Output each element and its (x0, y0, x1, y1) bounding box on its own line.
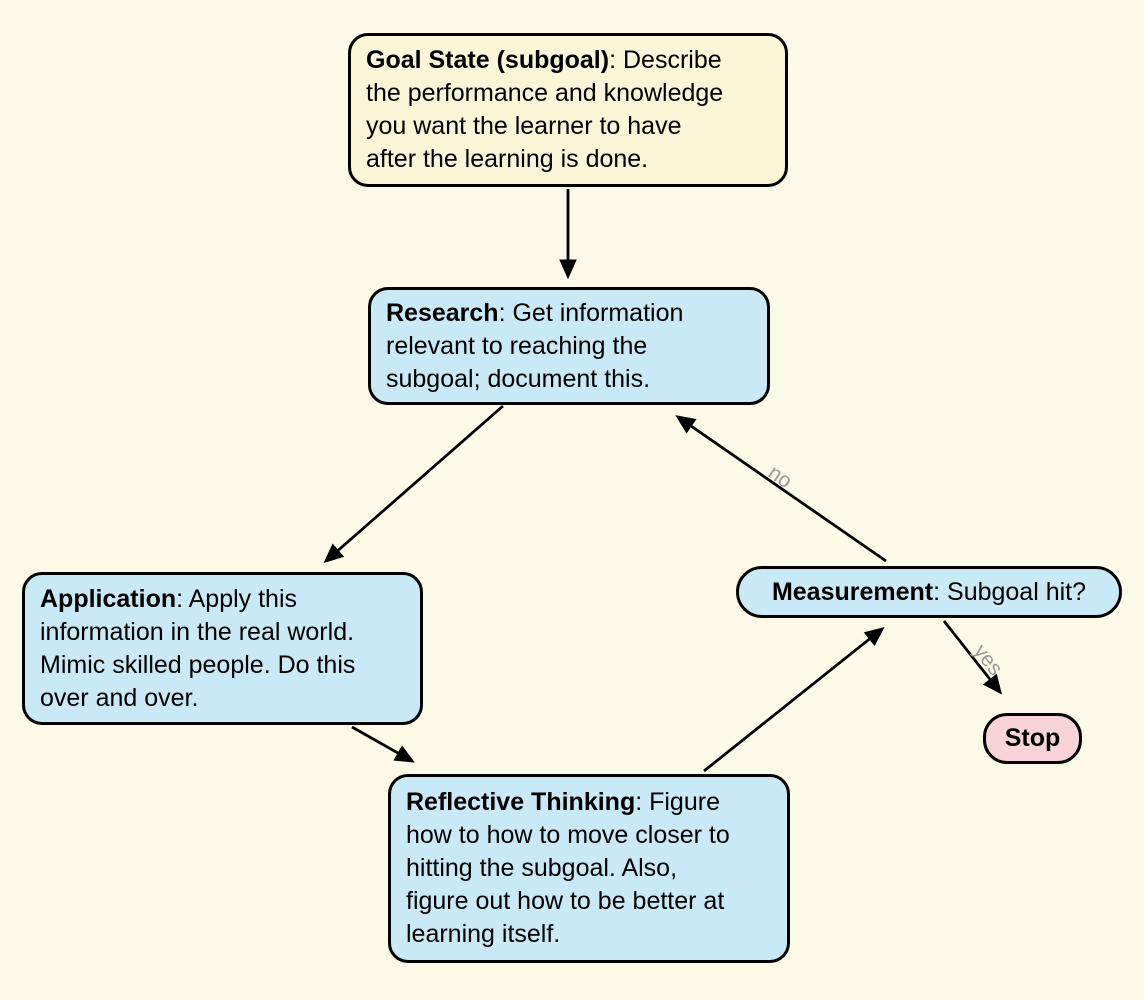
reflective-thinking-text: Reflective Thinking: Figure how to how t… (391, 786, 787, 951)
node-research: Research: Get information relevant to re… (368, 287, 770, 405)
edge-research-to-application (323, 404, 504, 564)
research-text: Research: Get information relevant to re… (371, 297, 767, 396)
goal-state-body: : Describe the performance and knowledge… (366, 46, 724, 173)
stop-text: Stop (986, 722, 1079, 755)
measurement-title: Measurement (771, 577, 934, 606)
edge-measurement-to-stop-yes (942, 620, 1003, 695)
research-title: Research (386, 298, 499, 327)
edge-application-to-reflective (351, 725, 415, 763)
node-stop: Stop (983, 713, 1082, 764)
measurement-body: : Subgoal hit? (933, 577, 1087, 606)
measurement-text: Measurement: Subgoal hit? (739, 576, 1119, 609)
reflective-thinking-body: : Figure how to how to move closer to hi… (406, 788, 730, 948)
application-text: Application: Apply this information in t… (25, 583, 420, 715)
node-application: Application: Apply this information in t… (22, 572, 423, 725)
node-measurement: Measurement: Subgoal hit? (736, 566, 1122, 618)
application-title: Application (40, 584, 177, 613)
goal-state-title: Goal State (subgoal) (366, 46, 610, 74)
edge-reflective-to-measurement (703, 626, 885, 773)
application-body: : Apply this information in the real wor… (40, 584, 356, 712)
research-body: : Get information relevant to reaching t… (386, 298, 684, 393)
goal-state-text: Goal State (subgoal): Describe the perfo… (351, 44, 785, 176)
reflective-thinking-title: Reflective Thinking (406, 788, 636, 816)
node-goal-state: Goal State (subgoal): Describe the perfo… (348, 33, 788, 187)
node-reflective-thinking: Reflective Thinking: Figure how to how t… (388, 774, 790, 963)
edge-measurement-to-research-no (675, 415, 887, 563)
stop-title: Stop (1004, 724, 1061, 752)
